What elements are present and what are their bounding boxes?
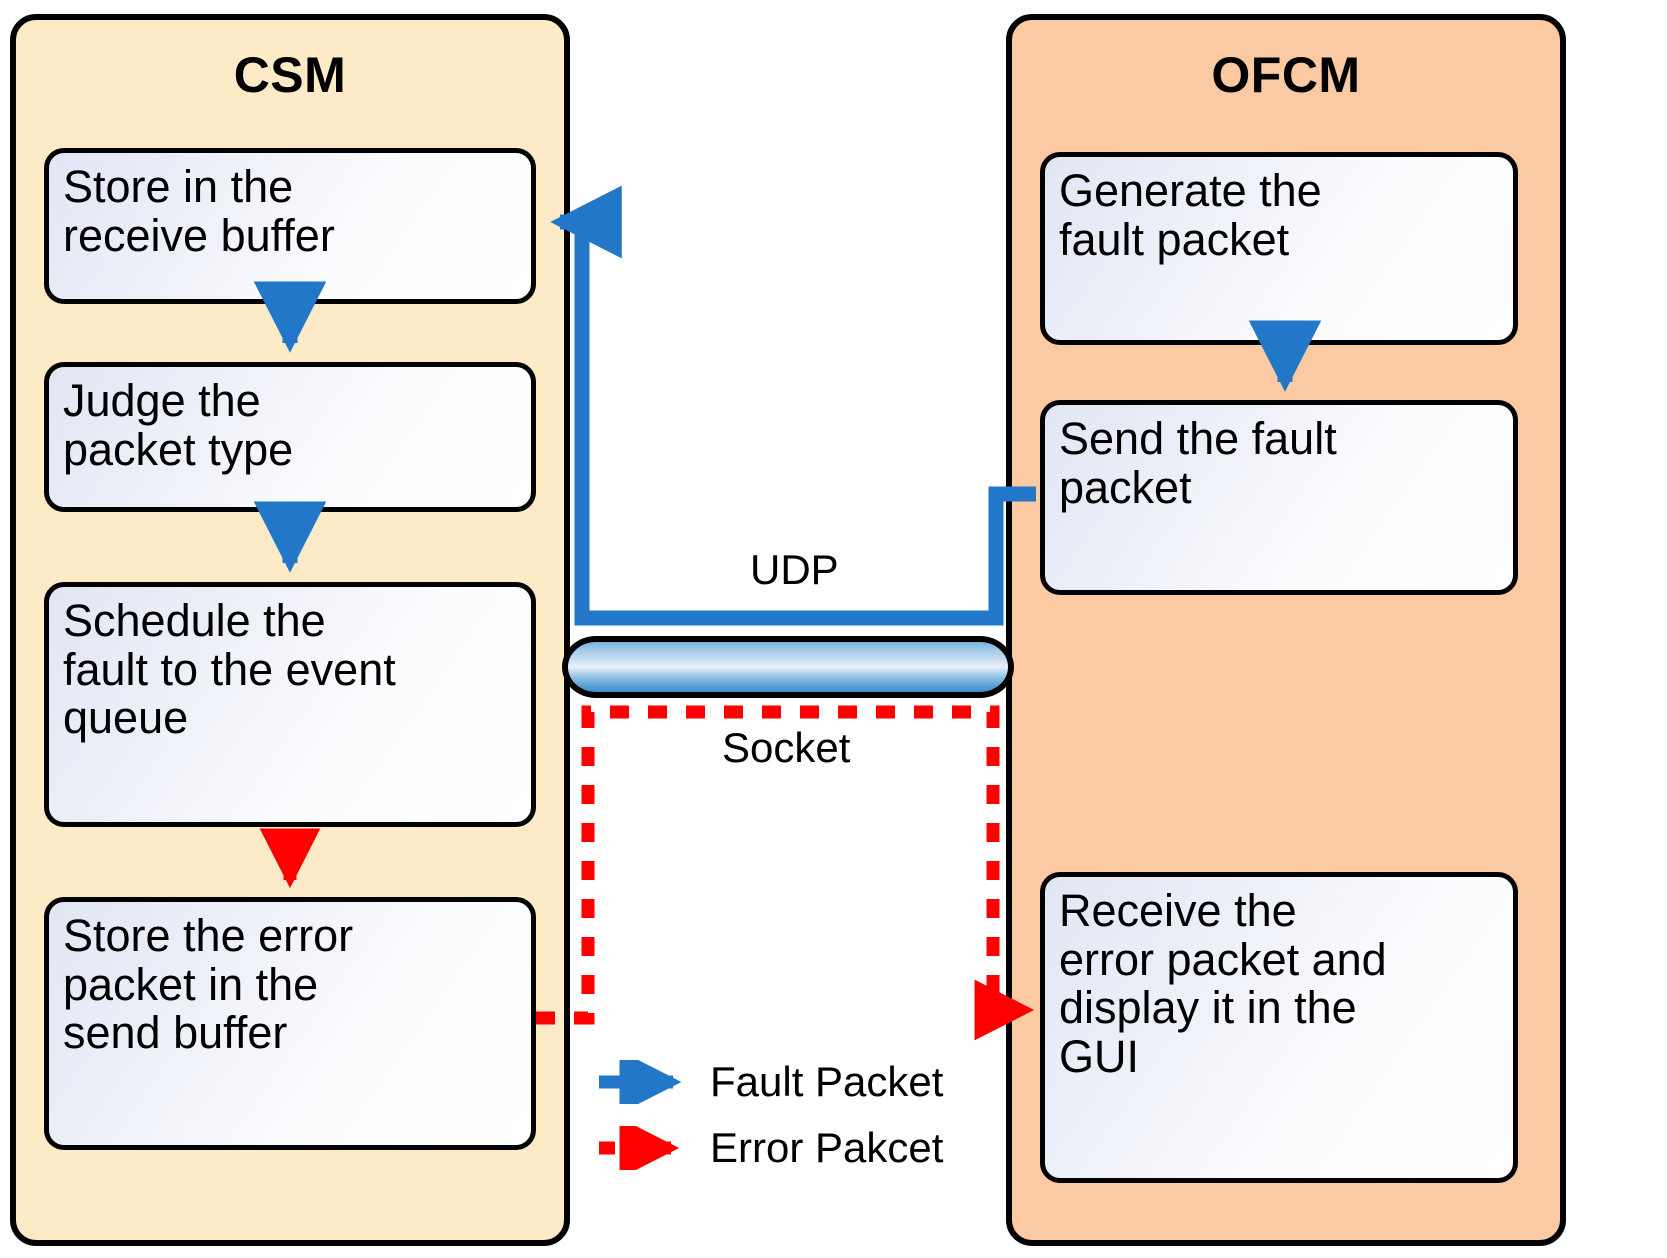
box-line: fault to the event xyxy=(63,643,396,695)
socket-pipe xyxy=(562,636,1014,698)
legend-swatch-fault-arrow xyxy=(599,1060,682,1104)
legend-label-fault-packet: Fault Packet xyxy=(710,1058,944,1105)
box-line: fault packet xyxy=(1059,213,1290,265)
box-line: receive buffer xyxy=(63,209,335,261)
box-line: queue xyxy=(63,692,189,744)
box-line: packet xyxy=(1059,461,1192,513)
box-line: GUI xyxy=(1059,1030,1140,1082)
process-box-judge-packet-type[interactable]: Judge the packet type xyxy=(44,362,536,512)
socket-label: Socket xyxy=(722,724,851,771)
udp-label: UDP xyxy=(750,546,839,593)
legend-item-fault-packet: Fault Packet xyxy=(597,1052,943,1112)
box-line: Send the fault xyxy=(1059,413,1337,464)
process-box-send-fault-packet[interactable]: Send the fault packet xyxy=(1040,400,1518,595)
box-line: display it in the xyxy=(1059,982,1357,1034)
box-line: error packet and xyxy=(1059,933,1387,985)
box-line: Schedule the xyxy=(63,595,326,646)
box-line: Receive the xyxy=(1059,885,1297,936)
box-line: Store the error xyxy=(63,910,354,961)
legend-label-error-packet: Error Pakcet xyxy=(710,1124,944,1171)
legend: Fault Packet Error Pakcet xyxy=(597,1036,997,1171)
process-box-receive-error-packet[interactable]: Receive the error packet and display it … xyxy=(1040,872,1518,1183)
box-line: packet type xyxy=(63,423,294,475)
process-box-store-error-packet[interactable]: Store the error packet in the send buffe… xyxy=(44,897,536,1150)
box-line: Generate the xyxy=(1059,165,1322,216)
process-box-store-receive-buffer[interactable]: Store in the receive buffer xyxy=(44,148,536,304)
box-line: send buffer xyxy=(63,1007,288,1059)
box-line: Judge the xyxy=(63,375,261,426)
process-box-schedule-fault[interactable]: Schedule the fault to the event queue xyxy=(44,582,536,827)
box-line: Store in the xyxy=(63,161,294,212)
panel-title-csm: CSM xyxy=(233,47,347,103)
process-box-generate-fault-packet[interactable]: Generate the fault packet xyxy=(1040,152,1518,345)
legend-item-error-packet: Error Pakcet xyxy=(597,1118,943,1178)
legend-swatch-error-arrow xyxy=(599,1126,680,1170)
box-line: packet in the xyxy=(63,958,319,1010)
panel-title-ofcm: OFCM xyxy=(1211,47,1361,103)
